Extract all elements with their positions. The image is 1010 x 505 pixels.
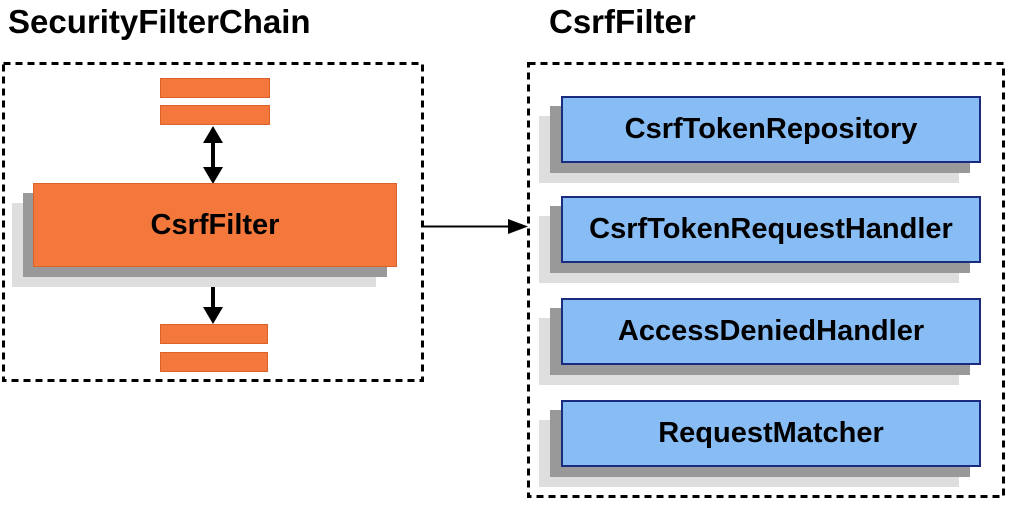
csrf-filter-node-label: CsrfFilter bbox=[150, 208, 280, 241]
left-panel-title: SecurityFilterChain bbox=[8, 3, 311, 40]
csrf-filter-node: CsrfFilter bbox=[33, 183, 397, 267]
component-label: RequestMatcher bbox=[658, 417, 884, 449]
filter-chain-bar-top-2 bbox=[160, 105, 270, 125]
component-csrf-token-repository: CsrfTokenRepository bbox=[561, 96, 981, 163]
filter-chain-bar-bottom-2 bbox=[160, 352, 268, 372]
up-down-arrow-icon bbox=[203, 126, 223, 184]
component-csrf-token-request-handler: CsrfTokenRequestHandler bbox=[561, 196, 981, 263]
component-access-denied-handler: AccessDeniedHandler bbox=[561, 298, 981, 365]
filter-chain-bar-top-1 bbox=[160, 78, 270, 98]
security-filter-chain-boundary bbox=[2, 62, 424, 382]
filter-chain-bar-bottom-1 bbox=[160, 324, 268, 344]
csrf-filter-boundary bbox=[527, 62, 1005, 498]
component-label: CsrfTokenRepository bbox=[624, 113, 918, 145]
component-label: CsrfTokenRequestHandler bbox=[589, 213, 953, 245]
flow-arrow-icon bbox=[424, 219, 528, 234]
right-panel-title: CsrfFilter bbox=[549, 3, 696, 40]
component-label: AccessDeniedHandler bbox=[617, 315, 925, 347]
component-request-matcher: RequestMatcher bbox=[561, 400, 981, 467]
